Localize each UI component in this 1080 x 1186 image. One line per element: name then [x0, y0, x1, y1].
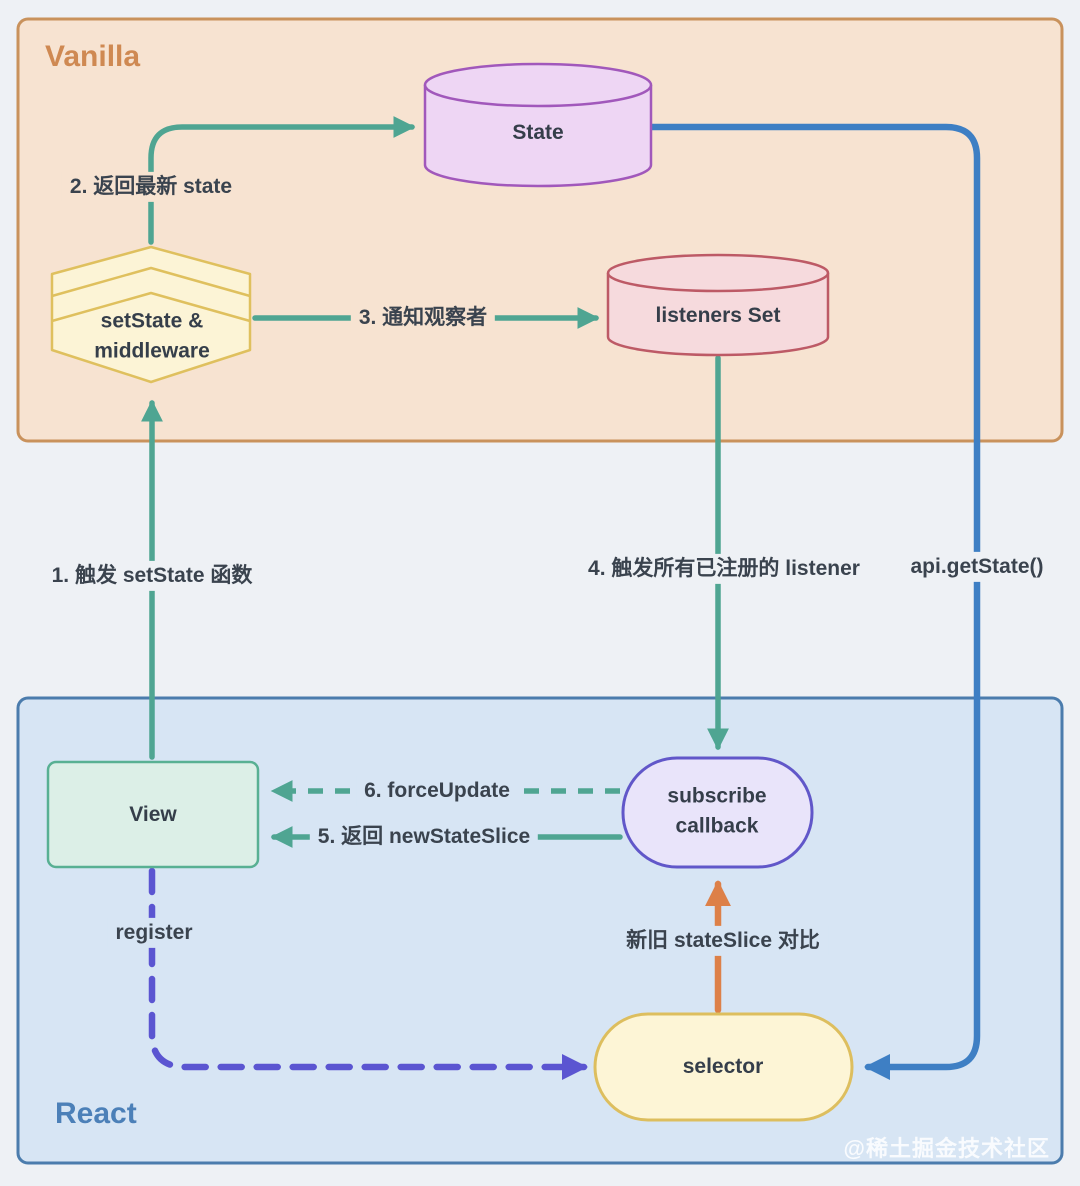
- edge-getstate-label: api.getState(): [904, 551, 1050, 583]
- edge-compare-label: 新旧 stateSlice 对比: [618, 925, 828, 957]
- edge-register-arrow: [148, 867, 588, 1080]
- setstate-node-label: setState & middleware: [94, 307, 210, 368]
- subscribe-node-label: subscribe callback: [667, 782, 766, 843]
- listeners-node-label: listeners Set: [655, 303, 781, 327]
- edge-getstate-arrow: [648, 123, 981, 1080]
- edge-step2-label: 2. 返回最新 state: [61, 171, 241, 203]
- edge-step2-arrow: [148, 116, 416, 245]
- setstate-node-label-line1: setState &: [100, 309, 204, 333]
- edge-step6-label: 6. forceUpdate: [356, 775, 518, 807]
- selector-node-label: selector: [682, 1054, 764, 1078]
- edge-step1-label: 1. 触发 setState 函数: [45, 560, 259, 592]
- setstate-hexagon: [50, 245, 252, 384]
- subscribe-pill: [621, 756, 814, 869]
- selector-pill: [593, 1012, 854, 1122]
- edge-step3-label: 3. 通知观察者: [350, 302, 496, 334]
- edge-register-label: register: [107, 917, 201, 949]
- watermark: @稀土掘金技术社区: [843, 1136, 1050, 1161]
- state-cylinder: [423, 62, 653, 188]
- subscribe-node-label-line2: callback: [675, 815, 759, 838]
- edge-step4-label: 4. 触发所有已注册的 listener: [582, 553, 866, 585]
- edge-step5-label: 5. 返回 newStateSlice: [309, 821, 539, 853]
- listeners-cylinder: [606, 253, 830, 357]
- subscribe-node-label-line1: subscribe: [667, 784, 767, 808]
- view-node-label: View: [129, 802, 177, 826]
- state-node-label: State: [512, 120, 564, 144]
- vanilla-region-title: Vanilla: [45, 40, 141, 73]
- setstate-node-label-line2: middleware: [94, 340, 210, 363]
- view-box: [46, 760, 260, 869]
- react-region-title: React: [55, 1097, 137, 1130]
